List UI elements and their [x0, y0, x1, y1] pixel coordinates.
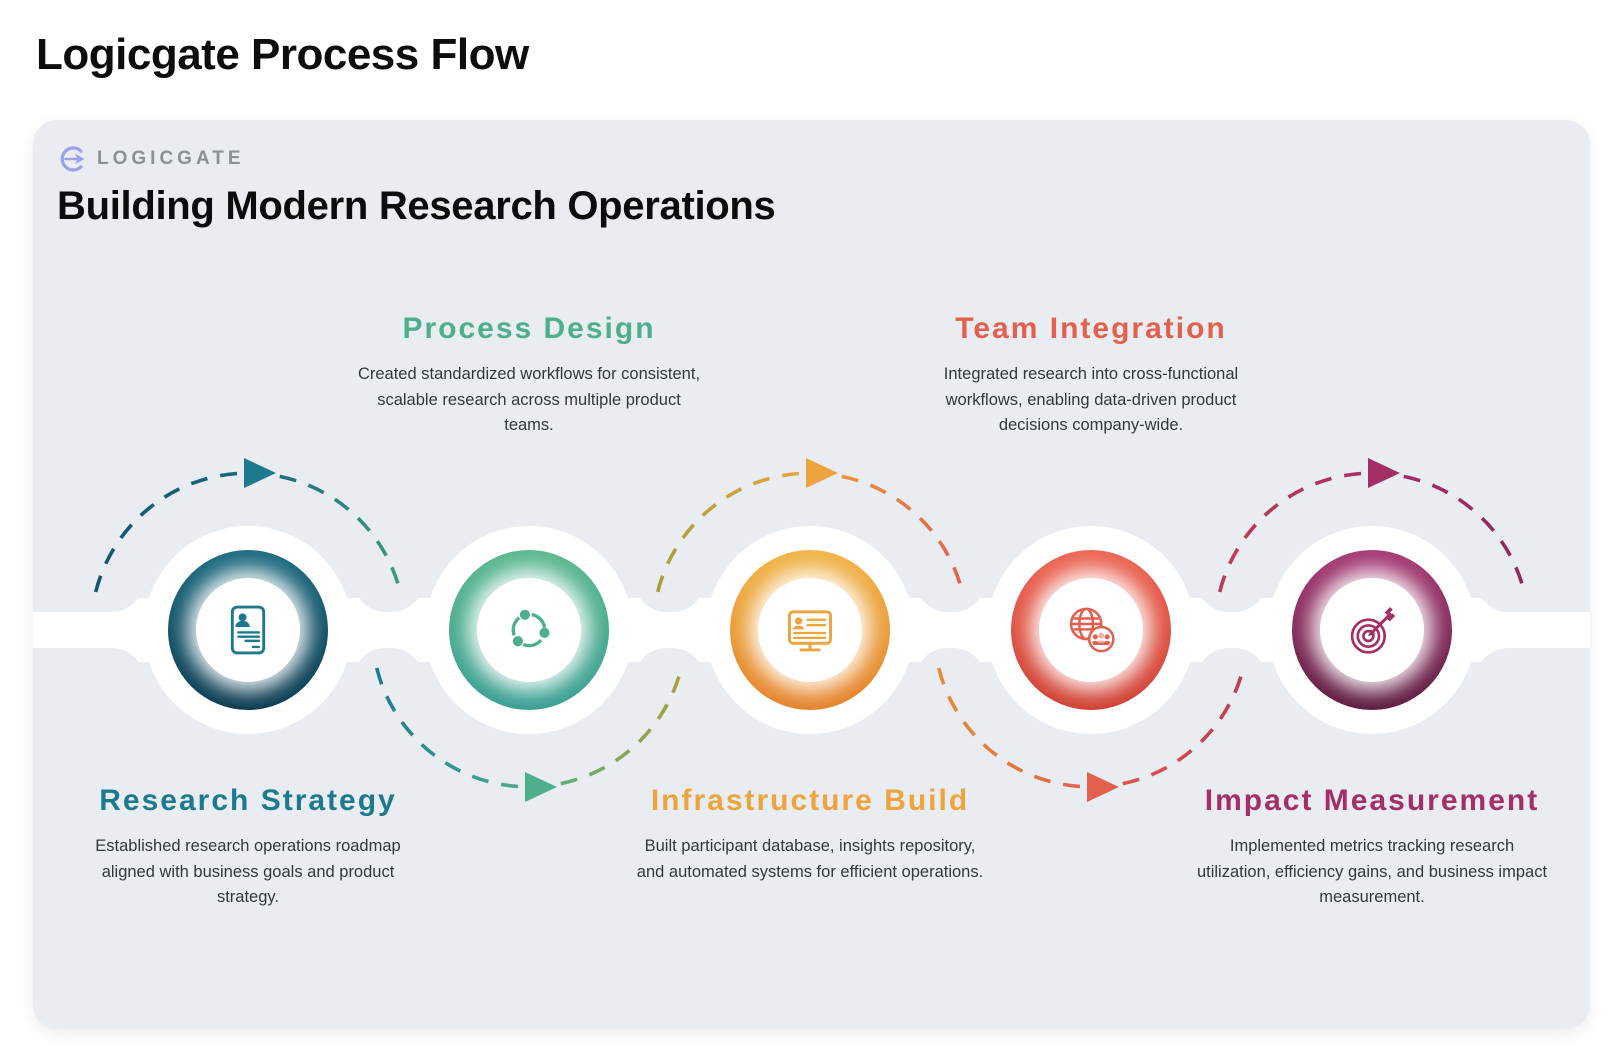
flow-arrow-1 — [244, 458, 276, 488]
stage-title: Impact Measurement — [1204, 784, 1540, 817]
flow-arc-5 — [1217, 471, 1527, 593]
flow-arc-4 — [936, 667, 1246, 789]
stage-team-integration: Team Integration Integrated research int… — [901, 120, 1281, 1029]
card-heading: Building Modern Research Operations — [57, 184, 776, 228]
stage-description: Implemented metrics tracking research ut… — [1196, 837, 1548, 907]
stage-infrastructure-build: Infrastructure Build Built participant d… — [620, 120, 1000, 1029]
flow-arc-1 — [93, 471, 403, 593]
stage-title: Team Integration — [955, 312, 1227, 345]
logo-wordmark: LOGICGATE — [97, 148, 245, 169]
stage-description: Built participant database, insights rep… — [636, 837, 984, 881]
stage-ring — [730, 550, 890, 710]
share-nodes-icon — [500, 601, 558, 659]
stage-ring — [1292, 550, 1452, 710]
flow-arc-3 — [655, 471, 965, 593]
profile-document-icon — [219, 601, 277, 659]
page-title: Logicgate Process Flow — [36, 30, 529, 79]
stage-title: Research Strategy — [99, 784, 397, 817]
flow-arrow-5 — [1368, 458, 1400, 488]
stage-process-design: Process Design Created standardized work… — [339, 120, 719, 1029]
target-arrow-icon — [1343, 601, 1401, 659]
stage-ring — [168, 550, 328, 710]
monitor-profile-icon — [781, 601, 839, 659]
ribbon-notches — [33, 500, 1590, 760]
stage-description: Established research operations roadmap … — [95, 837, 401, 907]
stage-ring — [1011, 550, 1171, 710]
stage-title: Infrastructure Build — [650, 784, 970, 817]
flow-arc-2 — [374, 667, 684, 789]
logicgate-logo: LOGICGATE — [57, 144, 245, 174]
infographic-card: LOGICGATE Building Modern Research Opera… — [33, 120, 1590, 1029]
stage-description: Integrated research into cross-functiona… — [943, 365, 1239, 435]
flow-arrow-4 — [1087, 772, 1119, 802]
stage-description: Created standardized workflows for consi… — [357, 365, 701, 435]
logicgate-mark-icon — [57, 144, 87, 174]
stage-impact-measurement: Impact Measurement Implemented metrics t… — [1182, 120, 1562, 1029]
globe-team-icon — [1062, 601, 1120, 659]
stage-research-strategy: Research Strategy Established research o… — [58, 120, 438, 1029]
flow-arrow-2 — [525, 772, 557, 802]
stage-title: Process Design — [402, 312, 656, 345]
stage-ring — [449, 550, 609, 710]
flow-arrow-3 — [806, 458, 838, 488]
